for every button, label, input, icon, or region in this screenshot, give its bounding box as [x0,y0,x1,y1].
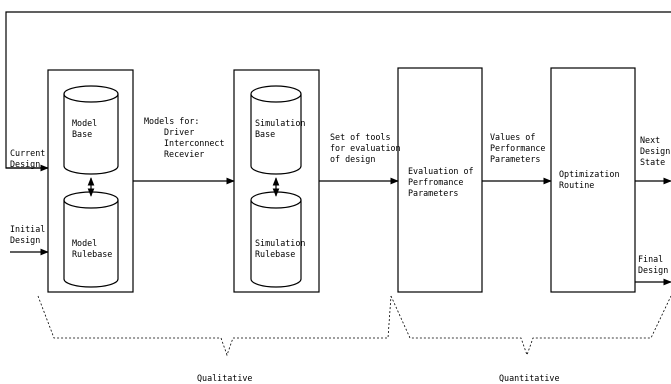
simulation-base-label: Simulation Base [255,118,310,139]
next-state-label: Next Design State [640,135,671,167]
simulation-rulebase-label: Simulation Rulebase [255,238,310,259]
performance-values-label: Values of Performance Parameters [490,132,551,164]
optimization-label: Optimization Routine [559,169,625,190]
qualitative-brace [37,295,392,357]
tool-set-label: Set of tools for evaluation of design [330,132,406,164]
simulation-rulebase-cylinder [250,191,302,288]
quantitative-label: Quantitative [499,373,560,383]
model-rulebase-label: Model Rulebase [72,238,112,259]
evaluation-label: Evaluation of Perfromance Parameters [408,166,479,198]
quantitative-brace [390,295,671,357]
evaluation-block [397,67,483,293]
qualitative-label: Qualitative [197,373,252,383]
model-rulebase-cylinder [63,191,119,288]
model-base-cylinder [63,85,119,175]
models-for-label: Models for: Driver Interconnect Recevier [144,116,230,159]
optimization-block [550,67,636,293]
final-design-label: Final Design [638,254,668,275]
initial-design-label: Initial Design [10,224,50,245]
simulation-base-cylinder [250,85,302,175]
current-design-label: Current Design [10,148,50,169]
model-base-label: Model Base [72,118,102,139]
